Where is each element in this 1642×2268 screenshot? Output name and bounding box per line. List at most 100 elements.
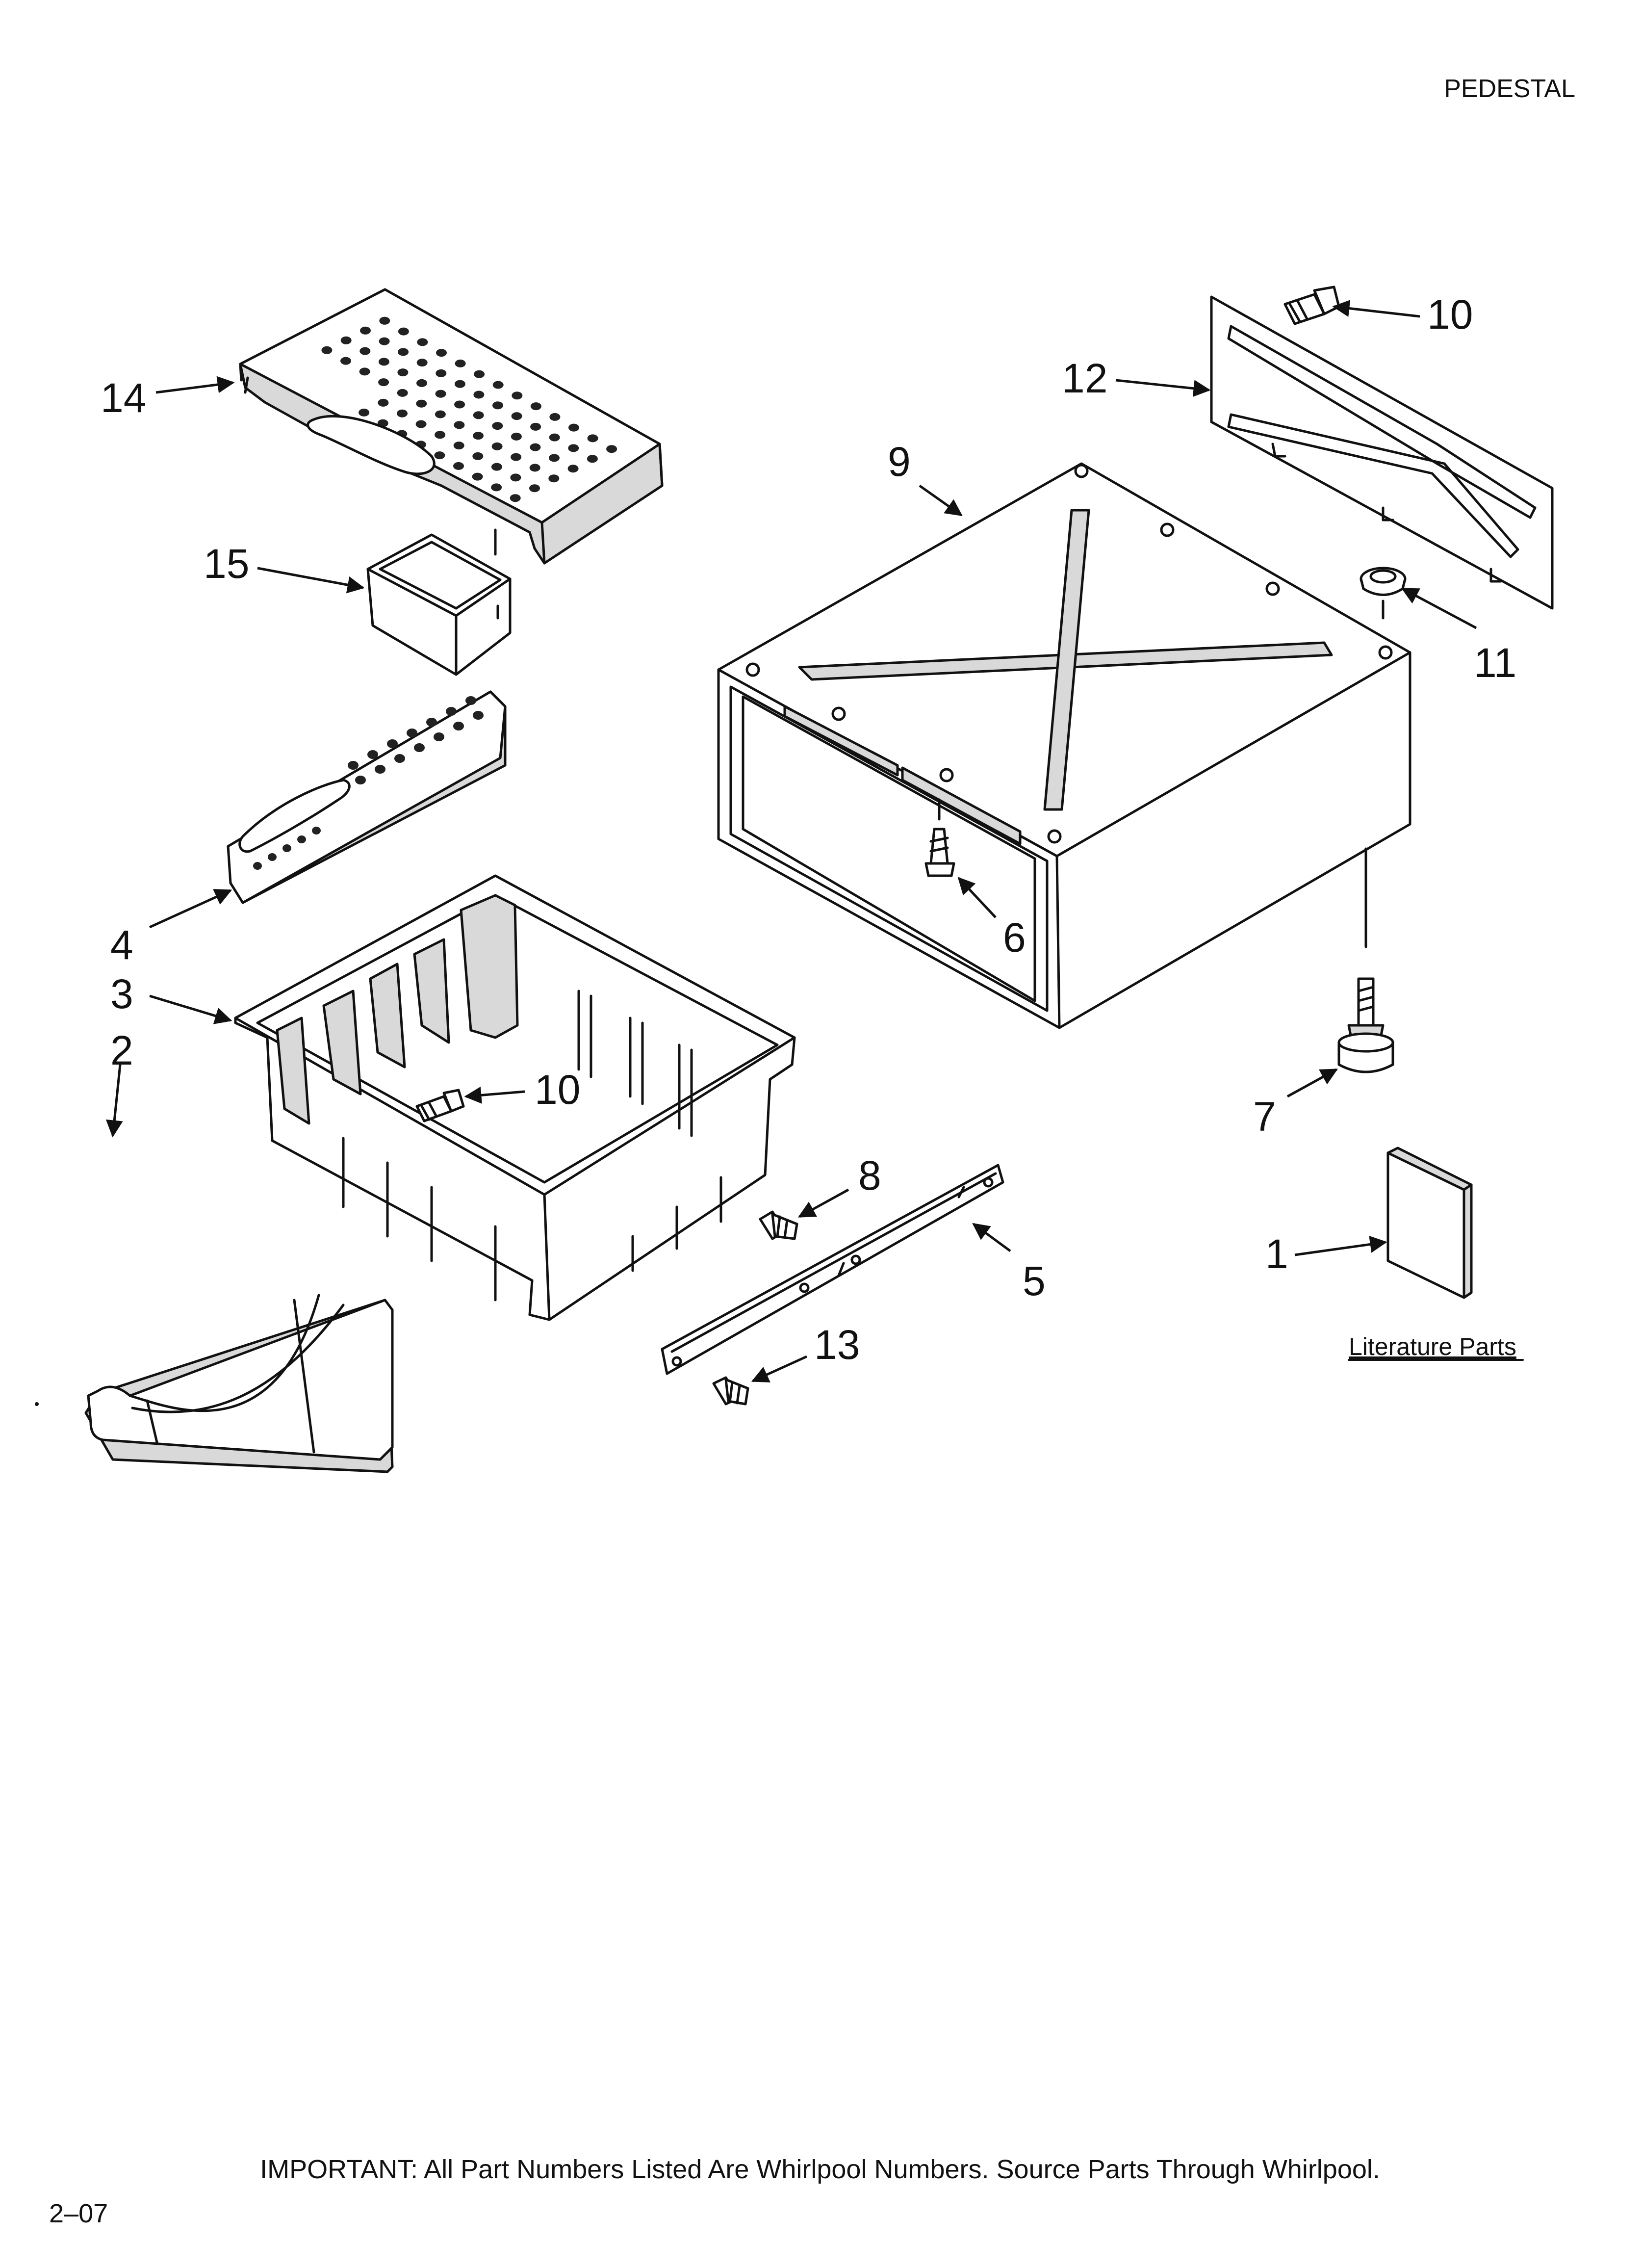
grille-hole — [340, 336, 352, 344]
leader-8 — [797, 1188, 849, 1218]
grille-hole — [511, 432, 522, 441]
callout-7: 7 — [1253, 1094, 1276, 1140]
leader-15 — [257, 567, 365, 594]
grille-hole — [416, 399, 427, 408]
leader-9 — [919, 484, 963, 517]
grille-hole — [397, 389, 408, 397]
part-11-leveling-pad — [1360, 567, 1407, 620]
grille-hole — [435, 431, 446, 439]
grille-hole — [568, 423, 579, 432]
grille-hole — [529, 464, 540, 472]
grille-hole — [416, 359, 428, 367]
callout-10-drawer: 10 — [535, 1067, 580, 1113]
leader-4 — [149, 889, 232, 929]
callout-12: 12 — [1062, 355, 1107, 401]
callout-6: 6 — [1003, 914, 1026, 961]
grille-hole — [511, 412, 522, 420]
callout-8: 8 — [858, 1152, 881, 1199]
grille-hole — [434, 451, 445, 460]
literature-parts-label: Literature Parts — [1349, 1333, 1516, 1360]
grille-hole — [321, 346, 333, 354]
margin-dot — [35, 1402, 39, 1406]
grille-hole — [398, 348, 409, 356]
grille-hole — [548, 474, 560, 483]
grille-hole — [398, 327, 409, 336]
grille-hole — [492, 422, 503, 430]
grille-hole — [567, 465, 579, 473]
part-13-screw — [712, 1376, 749, 1406]
grille-hole — [473, 391, 485, 399]
callout-14: 14 — [101, 375, 146, 421]
part-10-screw-top — [1283, 286, 1340, 325]
grille-hole — [512, 391, 523, 400]
grille-hole — [530, 402, 541, 411]
part-15-small-bin — [366, 533, 512, 676]
grille-hole — [549, 413, 561, 421]
part-3-drawer-bin — [234, 874, 796, 1321]
grille-hole — [360, 326, 371, 335]
grille-hole — [549, 454, 560, 462]
callout-10-top: 10 — [1427, 291, 1473, 338]
part-7-leveling-leg — [1337, 847, 1394, 1073]
grille-hole — [436, 349, 447, 357]
part-2-drawer-front — [84, 1294, 394, 1473]
grille-hole — [340, 357, 351, 365]
grille-hole — [453, 442, 464, 450]
grille-hole — [378, 358, 389, 366]
panel-hole — [434, 732, 444, 741]
panel-hole — [375, 765, 385, 774]
grille-hole — [587, 434, 598, 443]
part-4-handle-panel — [227, 690, 507, 904]
panel-hole — [387, 739, 398, 748]
grille-hole — [454, 400, 465, 409]
panel-hole — [367, 750, 378, 759]
grille-hole — [397, 368, 409, 377]
panel-hole — [348, 761, 359, 770]
leader-13 — [751, 1355, 808, 1382]
grille-hole — [435, 410, 446, 418]
panel-hole — [253, 862, 262, 870]
panel-hole — [453, 722, 464, 730]
grille-hole — [435, 390, 446, 398]
grille-hole — [492, 401, 503, 410]
callout-3: 3 — [110, 971, 133, 1017]
grille-hole — [491, 463, 502, 471]
grille-hole — [510, 473, 521, 482]
panel-perforations — [253, 696, 484, 870]
grille-hole — [454, 421, 465, 429]
grille-hole — [491, 442, 503, 450]
leader-10-top — [1332, 300, 1420, 318]
leader-11 — [1401, 587, 1477, 629]
part-12-rear-plate — [1210, 295, 1554, 610]
grille-hole — [379, 316, 390, 325]
grille-hole — [529, 484, 540, 493]
panel-hole — [312, 827, 321, 834]
grille-hole — [359, 408, 370, 417]
panel-hole — [465, 696, 476, 705]
leader-5 — [972, 1223, 1011, 1252]
leader-10-drawer — [464, 1086, 525, 1104]
leader-6 — [957, 877, 997, 918]
grille-hole — [359, 347, 371, 355]
grille-hole — [455, 359, 466, 367]
grille-hole — [549, 433, 560, 442]
grille-hole — [472, 472, 483, 481]
grille-hole — [473, 432, 484, 440]
grille-hole — [473, 411, 484, 419]
grille-hole — [474, 370, 485, 378]
leader-2 — [105, 1064, 123, 1138]
leader-arrows — [105, 300, 1477, 1382]
grille-hole — [568, 444, 579, 452]
part-9-pedestal-box — [717, 462, 1411, 1029]
grille-hole — [587, 455, 598, 463]
part-5-slide-rail — [661, 1164, 1004, 1375]
part-14-grille-cover — [239, 288, 664, 565]
panel-hole — [282, 844, 291, 852]
leader-7 — [1286, 1068, 1338, 1098]
grille-hole — [415, 420, 427, 428]
callout-9: 9 — [888, 439, 911, 485]
grille-hole — [454, 380, 465, 388]
revision-code: 2–07 — [49, 2199, 108, 2228]
